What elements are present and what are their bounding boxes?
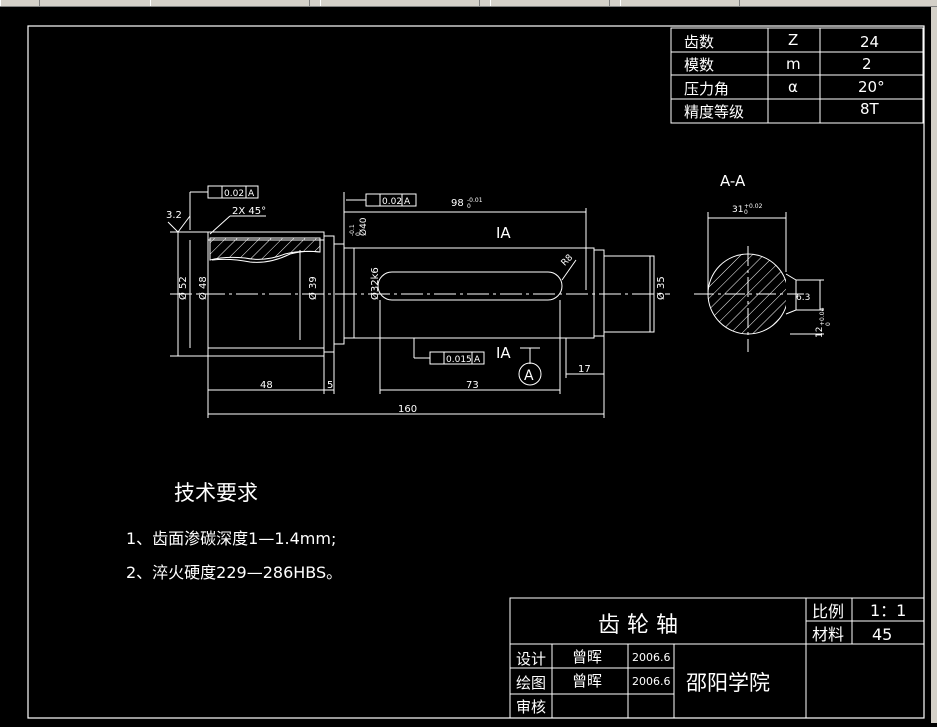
svg-text:2006.6: 2006.6 xyxy=(632,651,671,664)
shaft-view xyxy=(167,185,670,418)
toolbar-dropdown[interactable] xyxy=(150,0,310,6)
param-symbol: m xyxy=(786,55,801,73)
svg-text:曾晖: 曾晖 xyxy=(572,672,602,690)
param-value: 20° xyxy=(858,78,885,96)
title-block-text: 齿 轮 轴 比例 1：1 材料 45 设计 曾晖 2006.6 绘图 曾晖 20… xyxy=(516,601,906,716)
svg-text:设计: 设计 xyxy=(516,650,546,668)
param-name: 压力角 xyxy=(684,80,729,98)
svg-text:0.015: 0.015 xyxy=(446,355,472,365)
svg-text:R8: R8 xyxy=(560,253,576,269)
part-name: 齿 轮 轴 xyxy=(598,613,678,638)
svg-text:-0.1: -0.1 xyxy=(349,224,356,236)
institution: 邵阳学院 xyxy=(686,671,770,695)
svg-text:绘图: 绘图 xyxy=(516,674,546,692)
svg-text:6.3: 6.3 xyxy=(796,293,810,303)
svg-text:3.2: 3.2 xyxy=(166,210,182,221)
param-symbol: Z xyxy=(788,31,798,49)
svg-text:98: 98 xyxy=(451,198,464,209)
svg-text:73: 73 xyxy=(466,380,479,391)
svg-text:Ø 52: Ø 52 xyxy=(177,276,189,300)
param-value: 8T xyxy=(860,100,880,118)
param-name: 精度等级 xyxy=(684,103,744,121)
svg-text:A: A xyxy=(248,189,255,199)
svg-text:-0.01: -0.01 xyxy=(467,197,483,204)
drawing-canvas[interactable]: 齿数 Z 24 模数 m 2 压力角 α 20° 精度等级 8T xyxy=(0,7,931,723)
svg-text:A: A xyxy=(404,197,411,207)
section-marker: IA xyxy=(496,344,511,362)
svg-text:160: 160 xyxy=(398,404,417,415)
svg-text:2X 45°: 2X 45° xyxy=(232,206,266,217)
svg-text:Ø 35: Ø 35 xyxy=(655,276,667,300)
scale-value: 1：1 xyxy=(870,601,906,620)
svg-text:31: 31 xyxy=(732,205,743,215)
scale-label: 比例 xyxy=(812,602,844,621)
section-view-aa: A-A 31 +0.02 0 6.3 12 +0.04 0 xyxy=(694,172,832,352)
material-value: 45 xyxy=(872,625,892,644)
svg-text:Ø32k6: Ø32k6 xyxy=(369,267,381,300)
svg-text:17: 17 xyxy=(578,364,591,375)
svg-text:0: 0 xyxy=(744,209,748,216)
toolbar-button[interactable] xyxy=(0,0,40,6)
svg-text:+0.02: +0.02 xyxy=(744,203,763,210)
svg-text:12: 12 xyxy=(815,327,825,338)
tech-req-title: 技术要求 xyxy=(174,481,258,505)
vertical-scrollbar[interactable] xyxy=(931,7,937,723)
svg-text:0: 0 xyxy=(467,203,471,210)
svg-text:0: 0 xyxy=(355,232,362,236)
svg-text:0.02: 0.02 xyxy=(382,197,402,207)
cad-drawing: 齿数 Z 24 模数 m 2 压力角 α 20° 精度等级 8T xyxy=(27,25,925,719)
datum-label: A xyxy=(524,368,534,384)
param-name: 模数 xyxy=(684,56,714,74)
param-symbol: α xyxy=(788,78,798,96)
toolbar-dropdown[interactable] xyxy=(490,0,610,6)
toolbar-dropdown[interactable] xyxy=(620,0,740,6)
svg-text:审核: 审核 xyxy=(516,698,546,716)
svg-text:5: 5 xyxy=(327,380,333,391)
tech-req-item: 1、齿面渗碳深度1—1.4mm; xyxy=(126,529,336,548)
svg-text:Ø 48: Ø 48 xyxy=(197,276,209,300)
shaft-annotations: 0.02 A 0.02 A 0.015 A 2X 45° 3.2 98 -0.0… xyxy=(166,189,667,415)
svg-text:Ø40: Ø40 xyxy=(358,217,369,236)
params-table: 齿数 Z 24 模数 m 2 压力角 α 20° 精度等级 8T xyxy=(670,27,924,124)
toolbar-dropdown[interactable] xyxy=(320,0,480,6)
svg-text:A: A xyxy=(474,355,481,365)
toolbar-strip xyxy=(0,0,937,7)
svg-text:0: 0 xyxy=(825,322,832,326)
technical-requirements: 技术要求 1、齿面渗碳深度1—1.4mm; 2、淬火硬度229—286HBS。 xyxy=(126,481,342,582)
tech-req-item: 2、淬火硬度229—286HBS。 xyxy=(126,563,342,582)
section-marker: IA xyxy=(496,224,511,242)
svg-text:+0.04: +0.04 xyxy=(819,307,826,326)
param-value: 2 xyxy=(862,55,872,73)
svg-text:0.02: 0.02 xyxy=(224,189,244,199)
title-block xyxy=(509,597,925,719)
svg-text:48: 48 xyxy=(260,380,273,391)
param-value: 24 xyxy=(860,33,879,51)
material-label: 材料 xyxy=(812,625,844,644)
param-name: 齿数 xyxy=(684,33,714,51)
section-title: A-A xyxy=(720,172,746,190)
svg-text:曾晖: 曾晖 xyxy=(572,648,602,666)
svg-text:Ø 39: Ø 39 xyxy=(307,276,319,300)
svg-text:2006.6: 2006.6 xyxy=(632,675,671,688)
drawing-border xyxy=(27,25,925,719)
